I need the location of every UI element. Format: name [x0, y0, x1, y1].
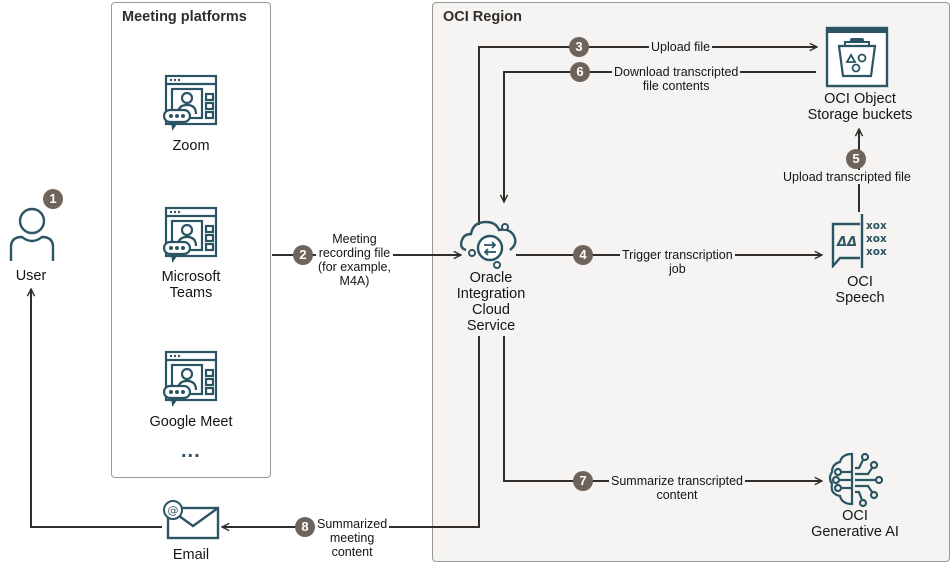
step-4-label: Trigger transcription job	[620, 248, 735, 276]
step-2-label-line: Meeting	[332, 232, 377, 246]
integration-cloud-icon	[459, 220, 517, 269]
brain-circuit-icon	[828, 452, 884, 508]
genai-label-line: OCI	[842, 508, 868, 524]
genai-label: OCI Generative AI	[800, 508, 910, 540]
step-7-label-line: content	[656, 488, 698, 502]
edge-step-7	[503, 336, 822, 481]
user-label: User	[15, 268, 47, 284]
oic-label: Oracle Integration Cloud Service	[446, 270, 536, 334]
step-5-label: Upload transcripted file	[781, 170, 913, 184]
zoom-label: Zoom	[172, 138, 210, 154]
google-meet-label: Google Meet	[149, 414, 233, 430]
oic-label-line: Oracle	[469, 270, 513, 286]
object-storage-label: OCI Object Storage buckets	[795, 91, 925, 123]
teams-label: Microsoft Teams	[141, 269, 241, 301]
object-storage-label-line: OCI Object	[824, 91, 896, 107]
oic-label-line: Service	[466, 318, 516, 334]
step-6-label-line: file contents	[642, 79, 710, 93]
email-label: Email	[172, 547, 210, 563]
step-8-badge: 8	[295, 517, 315, 537]
step-5-badge: 5	[846, 149, 866, 169]
step-6-label-line: Download transcripted	[614, 65, 739, 79]
step-7-label-line: Summarize transcripted	[611, 474, 743, 488]
oic-label-line: Integration	[456, 286, 526, 302]
step-6-label: Download transcripted file contents	[612, 65, 741, 93]
speech-label-line: Speech	[835, 290, 885, 306]
step-3-badge: 3	[569, 37, 589, 57]
svg-text:xox: xox	[866, 220, 887, 232]
step-8-label: Summarized meeting content	[315, 517, 390, 559]
step-4-badge: 4	[573, 245, 593, 265]
bucket-icon	[825, 26, 889, 88]
oci-region-container: OCI Region	[432, 2, 950, 562]
speech-icon: ᐃᐃ xox xox xox	[831, 214, 887, 268]
edge-email-user	[31, 289, 162, 528]
svg-text:ᐃᐃ: ᐃᐃ	[836, 235, 857, 250]
step-2-label-line: (for example,	[318, 260, 391, 274]
speech-label-line: OCI	[847, 274, 873, 290]
video-conference-icon	[163, 350, 218, 407]
step-2-label: Meeting recording file (for example, M4A…	[316, 232, 393, 288]
step-3-label-line: Upload file	[651, 40, 711, 54]
step-2-label-line: M4A)	[339, 274, 370, 288]
user-icon	[9, 207, 55, 261]
step-4-label-line: Trigger transcription	[622, 248, 733, 262]
step-7-label: Summarize transcripted content	[609, 474, 745, 502]
step-8-label-line: Summarized	[317, 517, 388, 531]
step-2-label-line: recording file	[318, 246, 391, 260]
edge-step-8	[222, 336, 480, 527]
meeting-platforms-title: Meeting platforms	[122, 9, 247, 25]
svg-text:xox: xox	[866, 246, 887, 258]
step-5-label-line: Upload transcripted file	[783, 170, 911, 184]
step-6-badge: 6	[570, 62, 590, 82]
svg-text:@: @	[168, 504, 179, 517]
step-8-label-line: meeting	[329, 531, 375, 545]
teams-label-line: Teams	[169, 285, 213, 301]
email-icon: @	[163, 500, 220, 540]
video-conference-icon	[163, 74, 218, 131]
video-conference-icon	[163, 206, 218, 263]
step-7-badge: 7	[573, 471, 593, 491]
svg-text:xox: xox	[866, 233, 887, 245]
speech-label: OCI Speech	[820, 274, 900, 306]
genai-label-line: Generative AI	[811, 524, 899, 540]
step-3-label: Upload file	[649, 40, 713, 54]
ellipsis-icon: ...	[181, 440, 201, 462]
oic-label-line: Cloud	[472, 302, 510, 318]
oci-region-title: OCI Region	[443, 9, 522, 25]
step-1-badge: 1	[43, 189, 63, 209]
step-4-label-line: job	[669, 262, 686, 276]
teams-label-line: Microsoft	[161, 269, 221, 285]
step-2-badge: 2	[293, 245, 313, 265]
step-8-label-line: content	[331, 545, 373, 559]
object-storage-label-line: Storage buckets	[807, 107, 913, 123]
meeting-platforms-container: Meeting platforms	[111, 2, 271, 478]
